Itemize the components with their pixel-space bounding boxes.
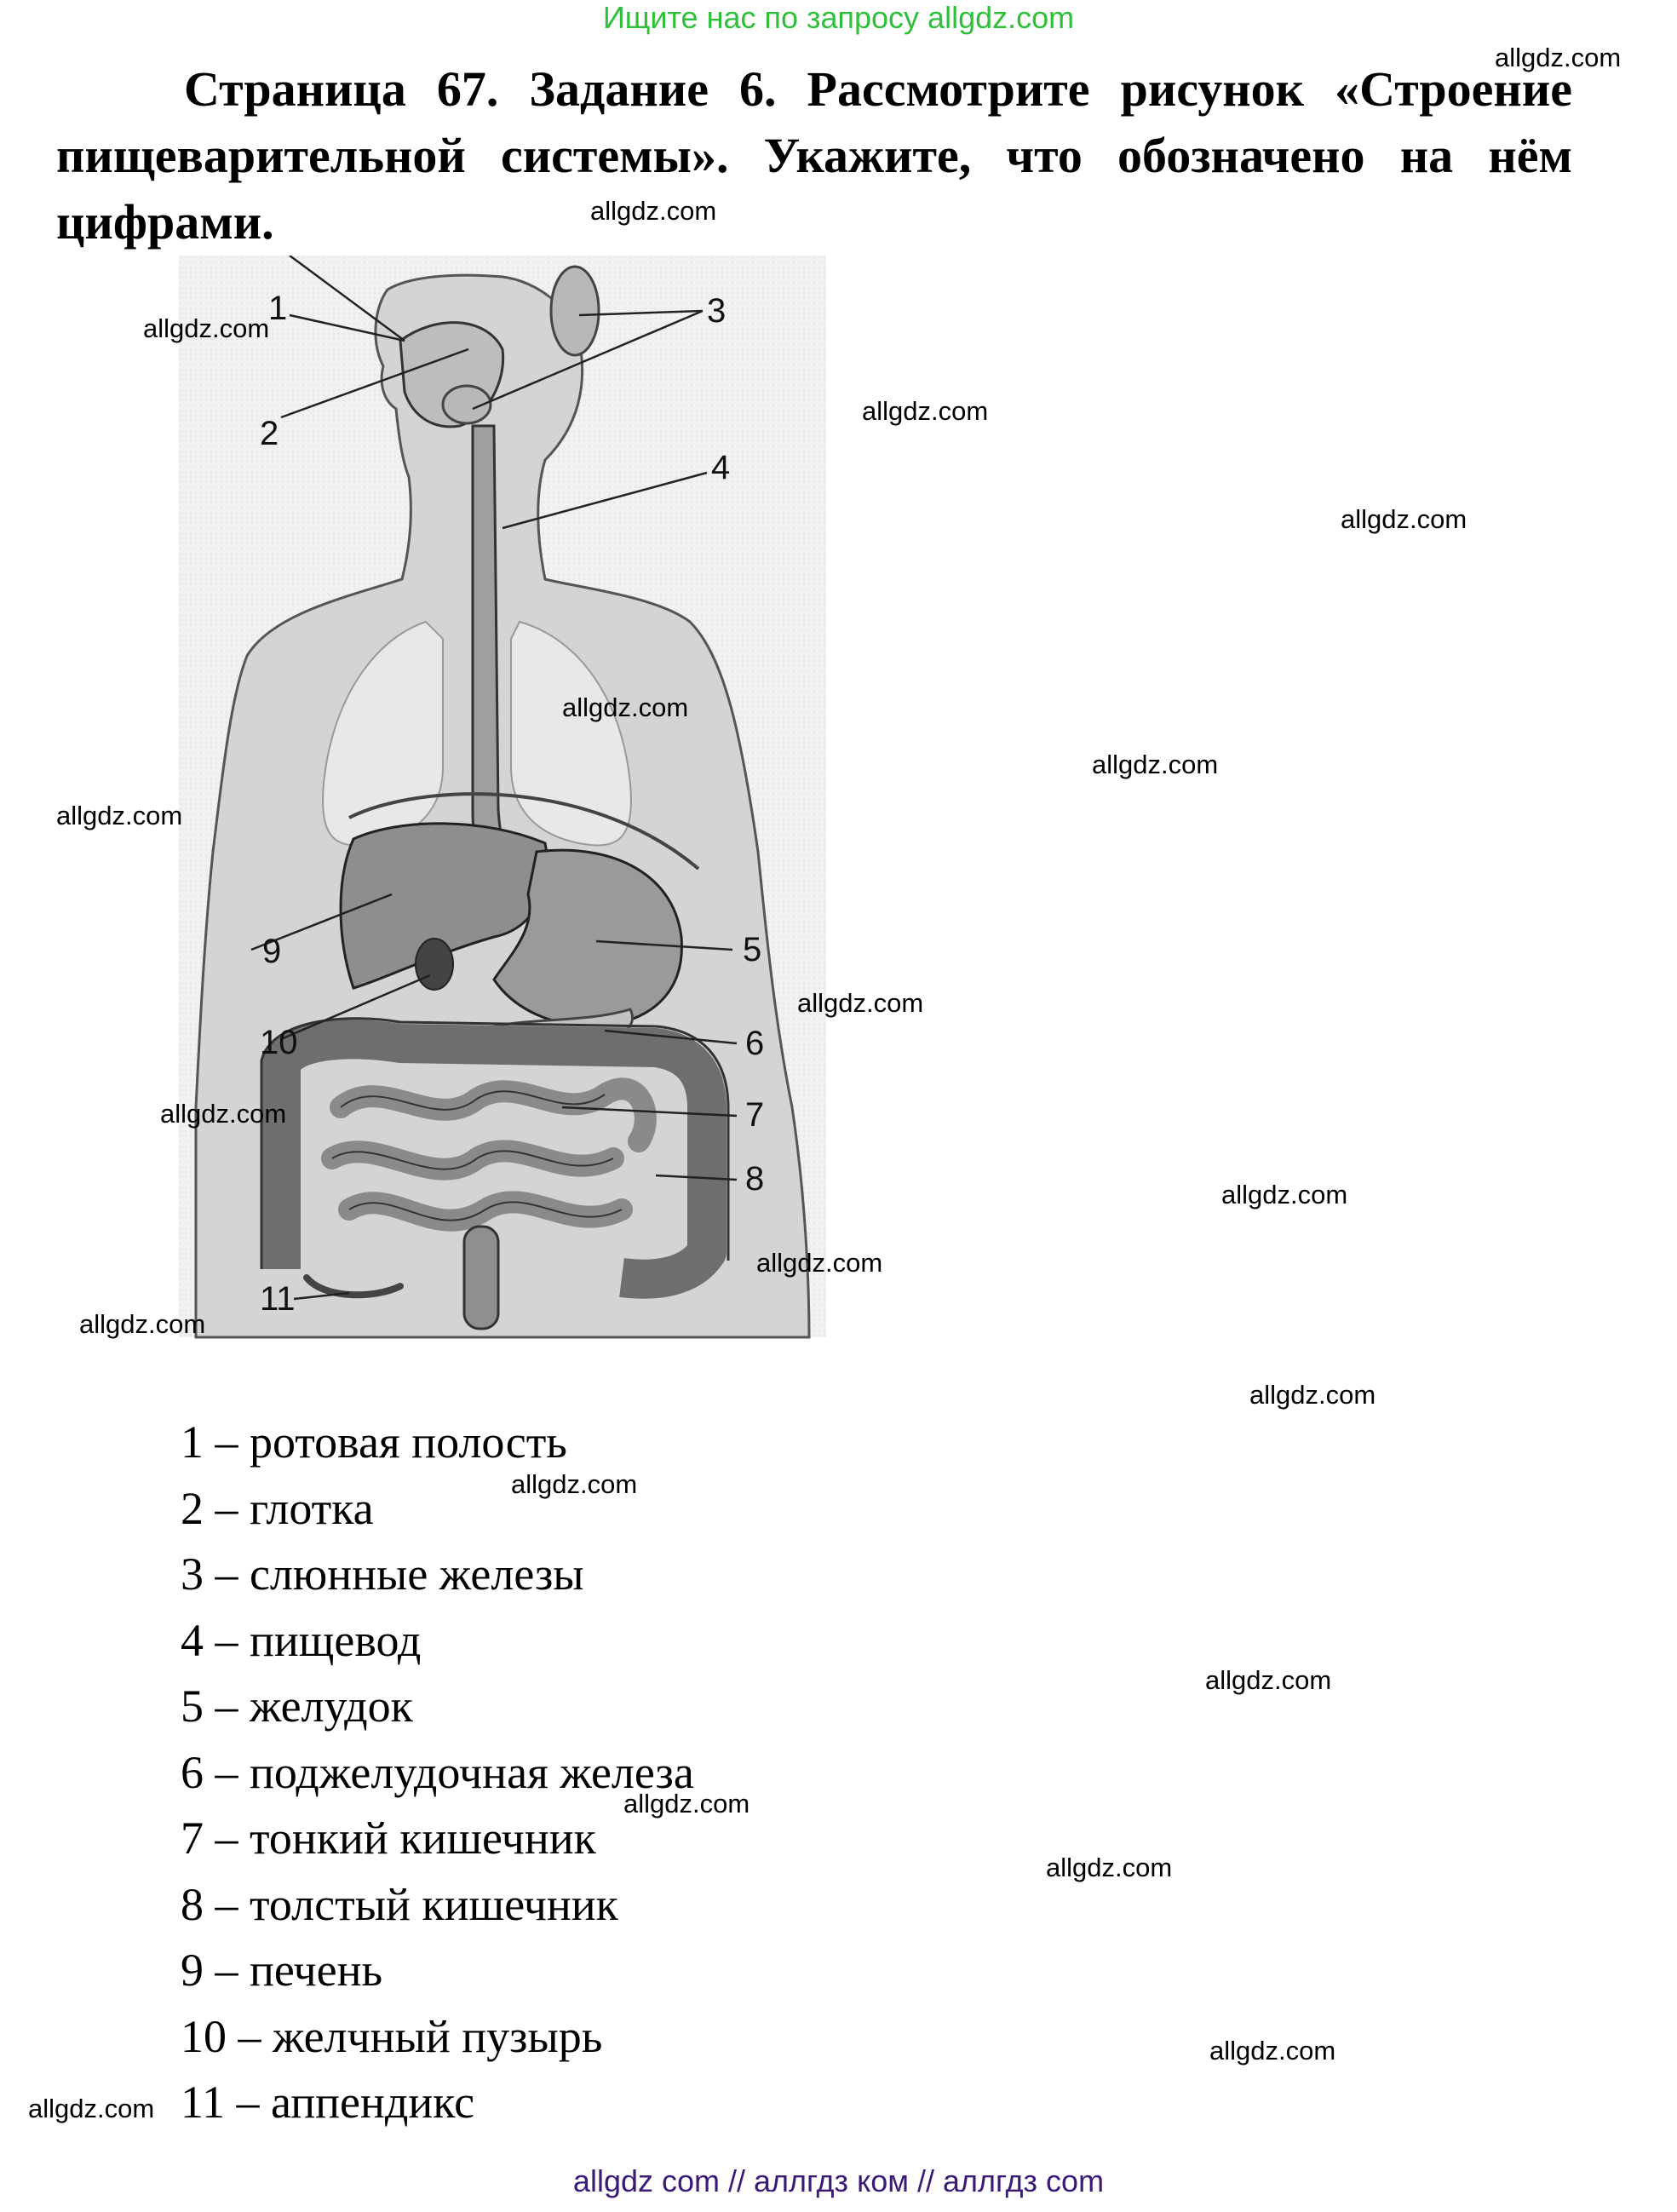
watermark: allgdz.com (1249, 1380, 1376, 1410)
answer-item: 10 – желчный пузырь (181, 2010, 603, 2062)
answer-item: 11 – аппендикс (181, 2077, 475, 2128)
top-banner[interactable]: Ищите нас по запросу allgdz.com (602, 0, 1075, 35)
watermark: allgdz.com (1341, 504, 1467, 534)
watermark: allgdz.com (797, 988, 924, 1018)
salivary-gland-shape (549, 265, 600, 357)
watermark: allgdz.com (590, 196, 717, 226)
watermark: allgdz.com (28, 2094, 155, 2123)
answer-list: 1 – ротовая полость 2 – глотка 3 – слюнн… (181, 1410, 694, 2136)
figure-label-8: 8 (745, 1160, 764, 1198)
answer-item: 8 – толстый кишечник (181, 1878, 618, 1930)
answer-item: 6 – поджелудочная железа (181, 1746, 694, 1798)
watermark: allgdz.com (143, 313, 270, 343)
task-heading: Страница 67. Задание 6. Рассмотрите рису… (56, 61, 1572, 250)
digestive-system-figure: 1 2 3 4 5 6 7 8 9 10 11 (179, 256, 826, 1339)
figure-label-4: 4 (711, 449, 730, 486)
watermark: allgdz.com (1221, 1180, 1348, 1209)
figure-label-11: 11 (260, 1280, 296, 1318)
answer-item: 2 – глотка (181, 1482, 374, 1534)
answer-item: 9 – печень (181, 1945, 383, 1996)
watermark: allgdz.com (79, 1309, 206, 1339)
large-intestine-shape (261, 1020, 727, 1299)
watermark: allgdz.com (1046, 1853, 1173, 1882)
answer-item: 5 – желудок (181, 1681, 413, 1732)
figure-label-9: 9 (262, 933, 281, 970)
watermark: allgdz.com (562, 692, 689, 722)
lung-left-shape (322, 620, 444, 847)
answer-item: 1 – ротовая полость (181, 1416, 567, 1468)
watermark: allgdz.com (160, 1099, 287, 1129)
figure-label-10: 10 (260, 1024, 298, 1061)
footer-links[interactable]: allgdz com // аллгдз ком // аллгдз com (572, 2163, 1105, 2198)
appendix-shape (303, 1274, 404, 1299)
liver-shape (339, 822, 548, 990)
body-outline (194, 273, 811, 1339)
figure-label-2: 2 (260, 415, 279, 452)
figure-label-3: 3 (707, 292, 726, 330)
watermark: allgdz.com (511, 1469, 638, 1499)
figure-label-6: 6 (745, 1025, 764, 1062)
watermark: allgdz.com (756, 1248, 883, 1278)
watermark: allgdz.com (1205, 1665, 1332, 1695)
watermark: allgdz.com (1209, 2036, 1336, 2065)
watermark: allgdz.com (1495, 43, 1622, 72)
figure-label-1: 1 (268, 290, 287, 327)
watermark: allgdz.com (862, 396, 989, 426)
figure-label-5: 5 (743, 931, 761, 968)
watermark: allgdz.com (56, 801, 183, 830)
answer-item: 3 – слюнные железы (181, 1548, 584, 1600)
figure-label-7: 7 (745, 1096, 764, 1134)
watermark: allgdz.com (1092, 750, 1219, 779)
watermark: allgdz.com (623, 1789, 750, 1818)
answer-item: 7 – тонкий кишечник (181, 1813, 596, 1864)
answer-item: 4 – пищевод (181, 1614, 422, 1666)
lung-right-shape (510, 620, 632, 847)
